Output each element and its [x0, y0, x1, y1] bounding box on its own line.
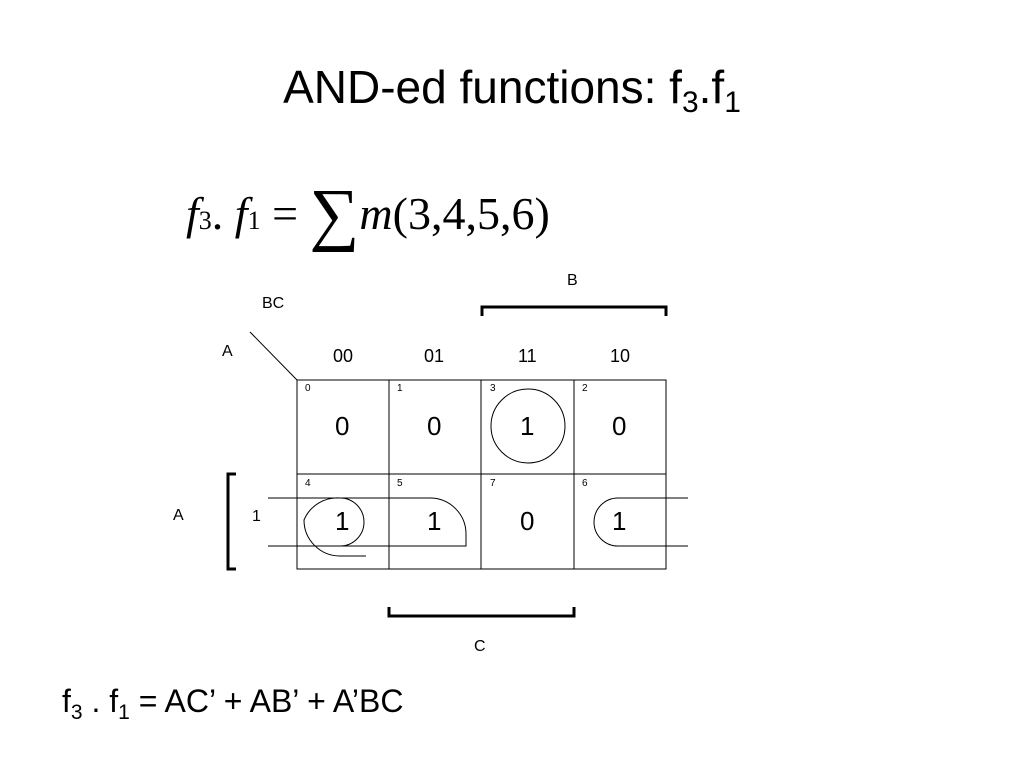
cell-value: 1 [612, 506, 627, 536]
result-sub-1: 1 [118, 701, 130, 724]
formula-sub-3: 3 [198, 206, 212, 235]
title-text: AND-ed functions: f [283, 61, 682, 113]
formula-m: m [359, 188, 393, 239]
cell-index: 2 [582, 383, 588, 394]
bracket-a [226, 472, 236, 571]
cell-index: 7 [490, 478, 496, 489]
cell-value: 0 [612, 411, 627, 441]
column-header-01: 01 [424, 346, 445, 366]
loop-ab-prime [268, 497, 467, 547]
loop-ac-prime-left [303, 497, 366, 557]
loop-minterm-3 [490, 388, 566, 464]
cell-value: 1 [427, 506, 442, 536]
title-text-mid: .f [698, 61, 725, 113]
minterm-formula: f3. f1 = ∑m(3,4,5,6) [186, 180, 550, 250]
loop-ab-prime-outer [268, 497, 365, 547]
sigma-icon: ∑ [309, 176, 360, 253]
result-expression: f3 . f1 = AC’ + AB’ + A’BC [62, 683, 404, 723]
cell-index: 6 [582, 478, 588, 489]
label-group-c: C [474, 638, 486, 655]
column-header-00: 00 [333, 346, 354, 366]
slide-title: AND-ed functions: f3.f1 [0, 61, 1024, 118]
cell-value: 0 [520, 506, 535, 536]
loop-ac-prime-right [593, 497, 688, 547]
label-a-corner: A [222, 343, 233, 360]
title-subscript-1: 1 [724, 86, 741, 119]
result-rhs: = AC’ + AB’ + A’BC [129, 683, 404, 719]
cell-value: 0 [335, 411, 350, 441]
formula-f3: f [186, 188, 199, 239]
cell-value: 1 [335, 506, 350, 536]
bracket-b [480, 305, 668, 316]
cell-value: 0 [427, 411, 442, 441]
cell-index: 1 [397, 383, 403, 394]
label-group-a: A [173, 507, 184, 524]
result-dot-f: . f [82, 683, 119, 719]
formula-f1: f [234, 188, 248, 239]
cell-index: 3 [490, 383, 496, 394]
formula-equals: = [272, 188, 299, 239]
label-group-b: B [567, 272, 578, 289]
column-header-11: 11 [518, 346, 537, 366]
title-subscript-3: 3 [681, 86, 699, 119]
cell-index: 5 [397, 478, 403, 489]
cell-index: 0 [305, 383, 311, 394]
bracket-c [387, 607, 576, 618]
label-bc: BC [262, 295, 285, 312]
corner-diagonal [249, 331, 298, 381]
label-row-1: 1 [252, 508, 261, 525]
result-sub-3: 3 [70, 701, 83, 724]
cell-value: 1 [520, 411, 535, 441]
formula-args: (3,4,5,6) [392, 188, 550, 239]
cell-index: 4 [305, 478, 311, 489]
formula-sub-1: 1 [247, 206, 261, 235]
formula-dot: . [211, 188, 224, 239]
result-f: f [62, 683, 71, 719]
column-header-10: 10 [610, 346, 631, 366]
